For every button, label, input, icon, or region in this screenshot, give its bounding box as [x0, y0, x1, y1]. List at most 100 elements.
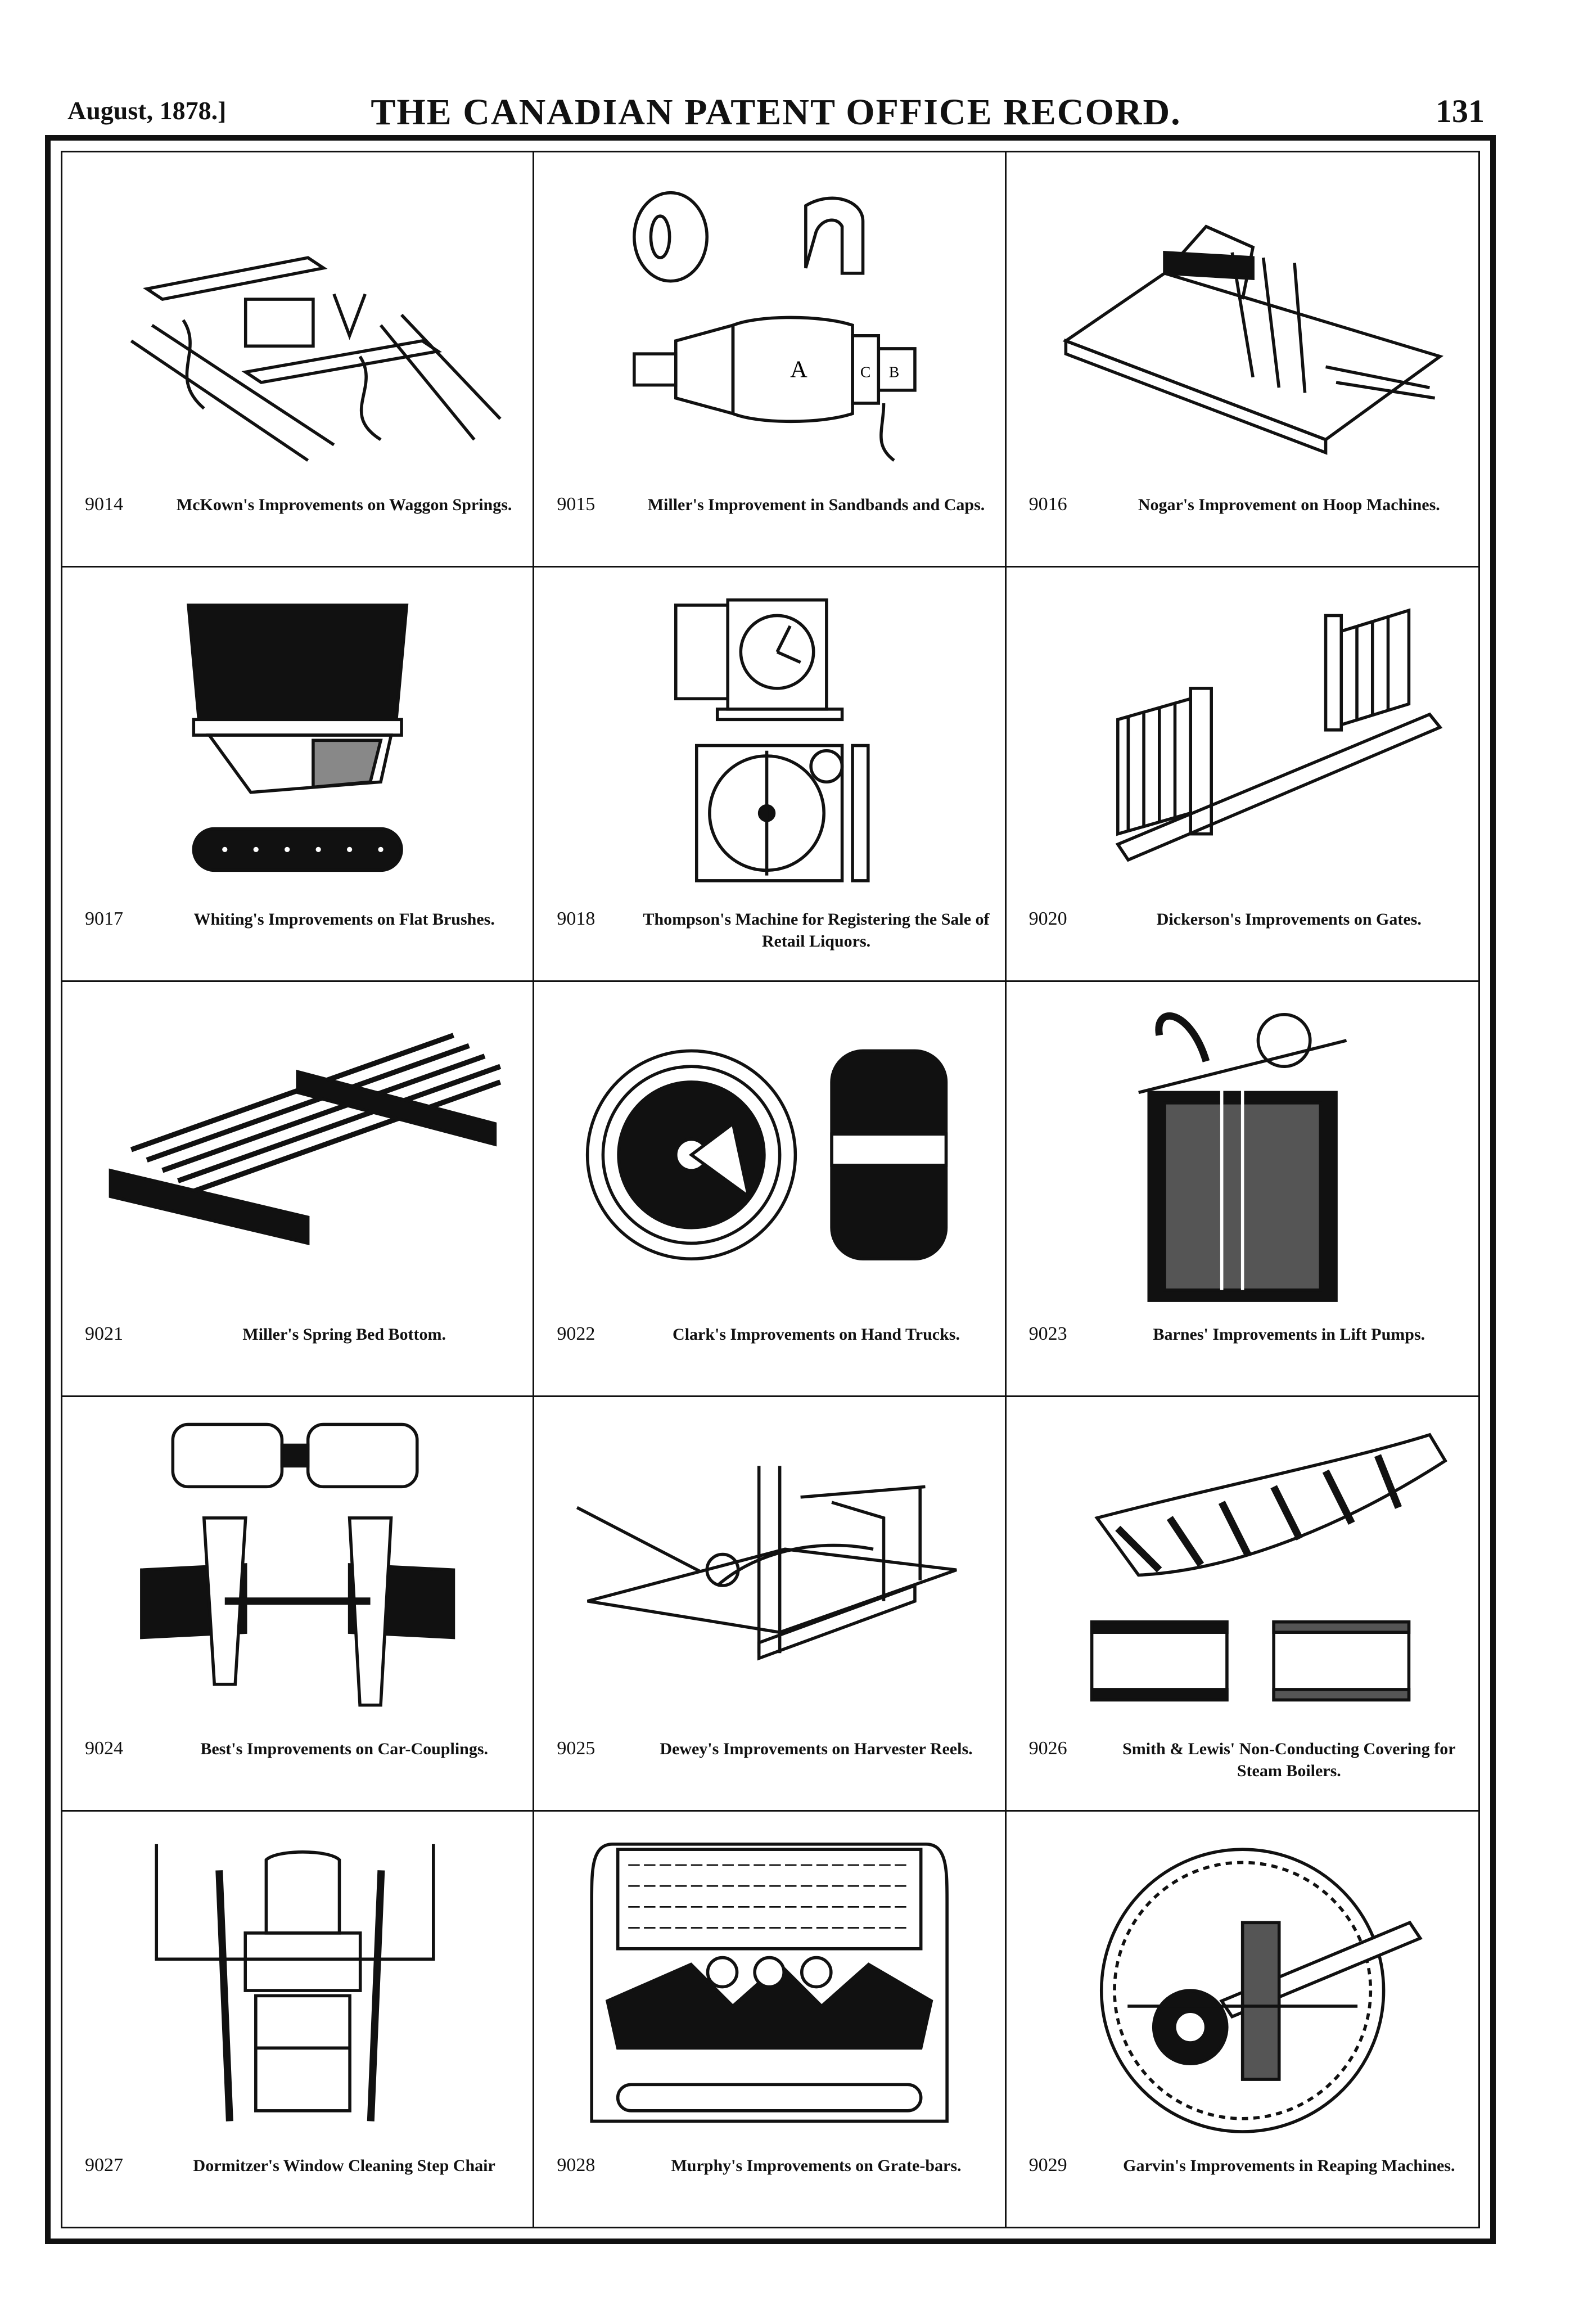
patent-number: 9014	[85, 493, 123, 515]
patent-title: Garvin's Improvements in Reaping Machine…	[1123, 2156, 1455, 2175]
grate-holes	[628, 1864, 911, 1929]
patent-cell: 9024 Best's Improvements on Car-Coupling…	[62, 1397, 535, 1812]
patent-cell: 9027 Dormitzer's Window Cleaning Step Ch…	[62, 1812, 535, 2227]
patent-title: Dickerson's Improvements on Gates.	[1156, 910, 1422, 929]
patent-caption: 9014 McKown's Improvements on Waggon Spr…	[85, 490, 519, 552]
patent-cell: 9029 Garvin's Improvements in Reaping Ma…	[1007, 1812, 1478, 2227]
patent-caption: 9016 Nogar's Improvement on Hoop Machine…	[1029, 490, 1465, 552]
patent-number: 9020	[1028, 908, 1067, 930]
harvester-reel-illustration	[576, 1466, 958, 1661]
spring-bed-illustration	[109, 1033, 502, 1246]
car-coupling-illustration	[140, 1422, 455, 1707]
patent-title: Clark's Improvements on Hand Trucks.	[673, 1325, 960, 1344]
patent-caption: 9018 Thompson's Machine for Registering …	[557, 905, 991, 967]
figure-label-a: A	[790, 357, 807, 383]
boiler-covering-illustration	[1090, 1433, 1447, 1701]
register-machine-illustration	[674, 598, 870, 882]
patent-number: 9026	[1028, 1738, 1067, 1759]
patent-caption: 9017 Whiting's Improvements on Flat Brus…	[85, 905, 519, 967]
patent-cell: 9016 Nogar's Improvement on Hoop Machine…	[1006, 152, 1478, 568]
lift-pump-icon	[1029, 999, 1456, 1311]
publication-title: THE CANADIAN PATENT OFFICE RECORD.	[371, 92, 1181, 133]
reaping-machine-icon	[1029, 1828, 1456, 2142]
hand-truck-wheel-icon	[557, 999, 982, 1311]
patent-caption: 9024 Best's Improvements on Car-Coupling…	[85, 1735, 519, 1796]
patent-title: Dewey's Improvements on Harvester Reels.	[660, 1740, 973, 1759]
figure-label-c: C	[860, 363, 871, 381]
car-coupling-icon	[85, 1414, 510, 1726]
patent-title: Whiting's Improvements on Flat Brushes.	[193, 910, 495, 929]
sandband-icon: A C B	[557, 169, 982, 481]
patent-caption: 9026 Smith & Lewis' Non-Conducting Cover…	[1029, 1735, 1465, 1796]
patent-title: Dormitzer's Window Cleaning Step Chair	[193, 2156, 495, 2175]
register-machine-icon	[557, 584, 982, 897]
patent-number: 9021	[85, 1323, 123, 1344]
issue-date: August, 1878.]	[67, 96, 227, 125]
boiler-covering-icon	[1029, 1414, 1456, 1726]
reaping-machine-illustration	[1099, 1848, 1423, 2134]
patent-cell: A C B 9015 Miller's Improvement in Sandb…	[534, 152, 1007, 568]
wagon-spring-illustration	[130, 256, 502, 462]
patent-caption: 9028 Murphy's Improvements on Grate-bars…	[557, 2151, 991, 2213]
patent-title: McKown's Improvements on Waggon Springs.	[176, 495, 512, 514]
step-chair-icon	[85, 1828, 510, 2142]
hoop-machine-illustration	[1062, 224, 1443, 455]
page-header: August, 1878.] THE CANADIAN PATENT OFFIC…	[67, 84, 1485, 146]
patent-grid: 9014 McKown's Improvements on Waggon Spr…	[61, 151, 1480, 2228]
patent-title: Miller's Spring Bed Bottom.	[242, 1325, 446, 1344]
patent-cell: 9014 McKown's Improvements on Waggon Spr…	[62, 152, 535, 568]
patent-number: 9017	[85, 908, 123, 930]
patent-title: Miller's Improvement in Sandbands and Ca…	[647, 495, 985, 514]
patent-number: 9015	[557, 493, 595, 515]
patent-caption: 9029 Garvin's Improvements in Reaping Ma…	[1029, 2151, 1465, 2213]
patent-cell: 9017 Whiting's Improvements on Flat Brus…	[62, 567, 535, 983]
figure-label-b: B	[889, 363, 900, 381]
patent-plate-frame: 9014 McKown's Improvements on Waggon Spr…	[45, 135, 1496, 2244]
hand-truck-wheel-illustration	[586, 1049, 948, 1261]
flat-brush-illustration	[187, 603, 409, 872]
patent-number: 9025	[557, 1738, 595, 1759]
lift-pump-illustration	[1138, 1012, 1347, 1303]
patent-cell: 9028 Murphy's Improvements on Grate-bars…	[534, 1812, 1007, 2227]
patent-title: Smith & Lewis' Non-Conducting Covering f…	[1122, 1740, 1456, 1781]
patent-cell: 9026 Smith & Lewis' Non-Conducting Cover…	[1006, 1397, 1478, 1812]
patent-cell: 9018 Thompson's Machine for Registering …	[534, 567, 1007, 983]
patent-cell: 9022 Clark's Improvements on Hand Trucks…	[534, 982, 1007, 1397]
grate-bar-illustration	[590, 1843, 949, 2123]
patent-cell: 9021 Miller's Spring Bed Bottom.	[62, 982, 535, 1397]
patent-number: 9027	[85, 2154, 123, 2176]
patent-number: 9016	[1028, 493, 1067, 515]
patent-title: Nogar's Improvement on Hoop Machines.	[1138, 495, 1440, 514]
patent-number: 9022	[557, 1323, 595, 1344]
grate-bar-icon	[557, 1828, 982, 2142]
patent-number: 9028	[557, 2154, 595, 2176]
gate-illustration	[1115, 608, 1443, 862]
step-chair-illustration	[155, 1844, 435, 2122]
page-number: 131	[1436, 93, 1485, 129]
spring-bed-icon	[85, 999, 510, 1311]
gate-icon	[1029, 584, 1456, 897]
flat-brush-icon	[85, 584, 510, 897]
patent-number: 9024	[85, 1738, 123, 1759]
patent-caption: 9021 Miller's Spring Bed Bottom.	[85, 1320, 519, 1382]
patent-caption: 9027 Dormitzer's Window Cleaning Step Ch…	[85, 2151, 519, 2213]
patent-caption: 9023 Barnes' Improvements in Lift Pumps.	[1029, 1320, 1465, 1382]
wagon-spring-icon	[85, 169, 510, 481]
harvester-reel-icon	[557, 1414, 982, 1726]
patent-cell: 9023 Barnes' Improvements in Lift Pumps.	[1006, 982, 1478, 1397]
patent-title: Murphy's Improvements on Grate-bars.	[671, 2156, 962, 2175]
patent-number: 9023	[1028, 1323, 1067, 1344]
patent-title: Barnes' Improvements in Lift Pumps.	[1153, 1325, 1425, 1344]
sandband-illustration: A C B	[633, 191, 917, 462]
patent-title: Thompson's Machine for Registering the S…	[643, 910, 990, 951]
patent-caption: 9025 Dewey's Improvements on Harvester R…	[557, 1735, 991, 1796]
patent-title: Best's Improvements on Car-Couplings.	[200, 1740, 489, 1759]
patent-caption: 9020 Dickerson's Improvements on Gates.	[1029, 905, 1465, 967]
patent-number: 9018	[557, 908, 595, 930]
hoop-machine-icon	[1029, 169, 1456, 481]
patent-cell: 9025 Dewey's Improvements on Harvester R…	[534, 1397, 1007, 1812]
patent-caption: 9015 Miller's Improvement in Sandbands a…	[557, 490, 991, 552]
patent-caption: 9022 Clark's Improvements on Hand Trucks…	[557, 1320, 991, 1382]
patent-number: 9029	[1028, 2154, 1067, 2176]
patent-cell: 9020 Dickerson's Improvements on Gates.	[1006, 568, 1478, 983]
